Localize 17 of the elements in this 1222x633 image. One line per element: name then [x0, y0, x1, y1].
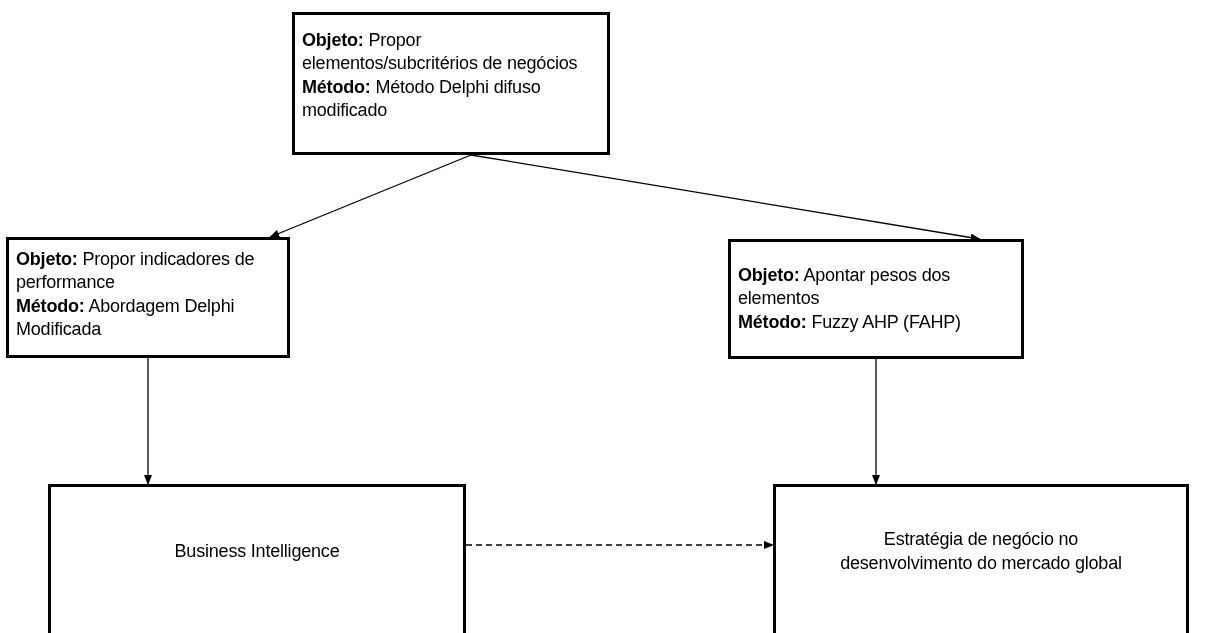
dashed-arrow — [465, 541, 774, 549]
box-text: Método: Método Delphi difuso modificado — [302, 75, 542, 123]
box-text: Estratégia de negócio no desenvolvimento do mercado global — [839, 528, 1123, 575]
process-box — [292, 12, 610, 155]
box-text: Método: Fuzzy AHP (FAHP) — [738, 310, 962, 334]
arrow — [144, 357, 152, 485]
box-text: Business Intelligence — [174, 539, 340, 563]
box-text: Objeto: Propor elementos/subcritérios de negócios — [302, 29, 579, 76]
process-box — [728, 239, 1024, 359]
process-box — [48, 484, 466, 633]
process-box — [6, 237, 290, 358]
process-box — [773, 484, 1189, 633]
box-text: Objeto: Propor indicadores de performance — [16, 248, 256, 295]
arrow — [269, 154, 472, 238]
box-text: Método: Abordagem Delphi Modificada — [16, 294, 236, 342]
box-text: Objeto: Apontar pesos dos elementos — [738, 264, 952, 311]
arrow — [872, 358, 880, 485]
